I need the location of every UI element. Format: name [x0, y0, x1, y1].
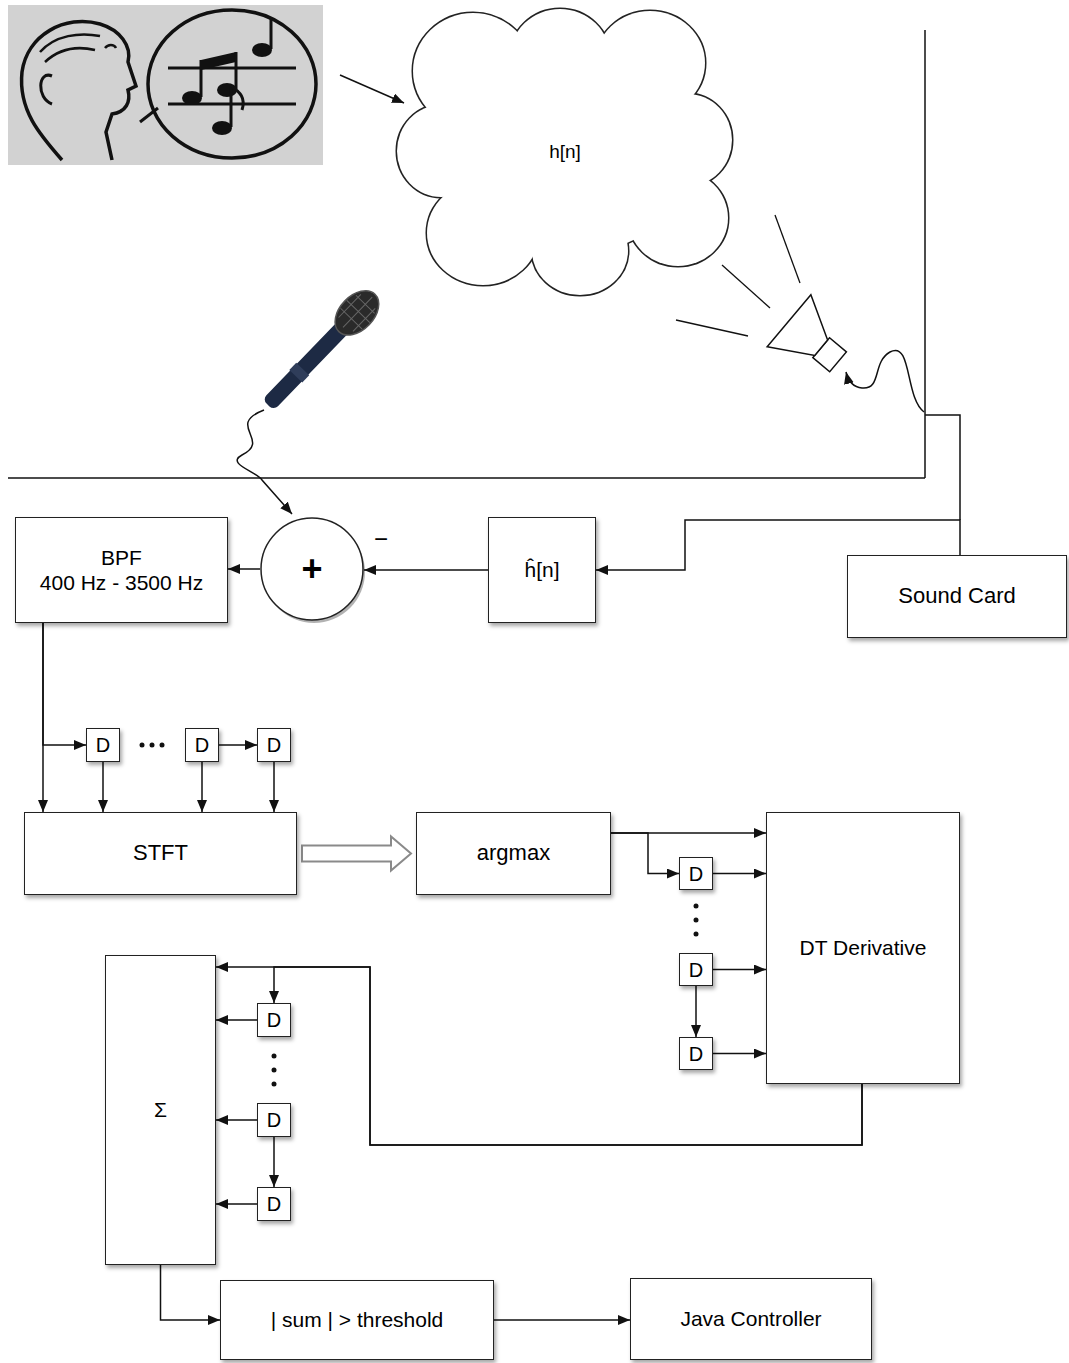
sound-card-wire — [925, 415, 960, 520]
node-text: D — [689, 862, 703, 886]
ellipsis-dots — [140, 743, 699, 1087]
block-arrow — [302, 837, 411, 871]
microphone-illustration — [256, 282, 387, 416]
sound-path-arrow — [340, 75, 404, 103]
delay-box: D — [679, 953, 713, 986]
signal-connector — [216, 1119, 257, 1121]
sound-wave-line — [722, 265, 770, 308]
node-text: D — [689, 958, 703, 982]
filter-box: BPF400 Hz - 3500 Hz — [15, 517, 228, 623]
signal-connector — [364, 569, 488, 571]
signal-connector — [161, 1265, 221, 1320]
node-text: D — [267, 1192, 281, 1216]
node-text: | sum | > threshold — [271, 1307, 444, 1332]
delay-box: D — [679, 857, 713, 890]
node-text: BPF — [101, 545, 142, 570]
signal-connector — [216, 1203, 257, 1205]
signal-connector — [201, 762, 203, 812]
signal-connector — [494, 1319, 630, 1321]
node-text: D — [195, 733, 209, 757]
signal-connector — [219, 744, 257, 746]
process-box: argmax — [416, 812, 611, 895]
delay-box: D — [185, 728, 219, 762]
signal-connector — [216, 1019, 257, 1021]
delay-box: D — [257, 1187, 291, 1221]
node-text: D — [96, 733, 110, 757]
node-text: D — [267, 733, 281, 757]
room-floor — [8, 477, 925, 479]
node-text: + — [301, 547, 322, 590]
signal-connector — [102, 762, 104, 812]
microphone-cable — [237, 410, 292, 514]
singer-illustration — [8, 5, 323, 165]
node-text: Java Controller — [680, 1306, 821, 1331]
signal-connector — [43, 623, 86, 745]
signal-connector — [273, 762, 275, 812]
delay-box: D — [679, 1037, 713, 1070]
process-box: STFT — [24, 812, 297, 895]
room-response-cloud: h[n] — [395, 5, 735, 300]
speaker-cable — [846, 350, 924, 412]
delay-box: D — [257, 728, 291, 762]
node-text: h[n] — [549, 141, 581, 164]
process-box: DT Derivative — [766, 812, 960, 1084]
node-text: 400 Hz - 3500 Hz — [40, 570, 203, 595]
node-text: argmax — [477, 840, 550, 866]
delay-box: D — [257, 1003, 291, 1037]
filter-box: ĥ[n] — [488, 517, 596, 623]
signal-connector — [228, 568, 260, 570]
minus-sign: − — [374, 527, 388, 551]
signal-connector — [611, 833, 679, 874]
summing-junction: + — [260, 517, 364, 621]
node-text: DT Derivative — [800, 935, 927, 960]
node-text: STFT — [133, 840, 188, 866]
node-text: D — [689, 1042, 703, 1066]
signal-connector — [713, 873, 766, 875]
sound-wave-line — [775, 215, 800, 283]
node-text: Sound Card — [898, 583, 1015, 609]
node-text: D — [267, 1108, 281, 1132]
delay-box: D — [86, 728, 120, 762]
controller-box: Java Controller — [630, 1278, 872, 1360]
signal-connector — [273, 1137, 275, 1187]
sound-wave-line — [676, 320, 748, 336]
node-text: ĥ[n] — [524, 557, 559, 582]
signal-connector — [713, 1053, 766, 1055]
signal-connector — [713, 969, 766, 971]
room-wall — [924, 30, 926, 478]
node-text: Σ — [154, 1097, 167, 1122]
hardware-box: Sound Card — [847, 555, 1067, 638]
sum-box: Σ — [105, 955, 216, 1265]
speaker-symbol — [767, 295, 860, 388]
node-text: D — [267, 1008, 281, 1032]
comparator-box: | sum | > threshold — [220, 1280, 494, 1360]
delay-box: D — [257, 1103, 291, 1137]
signal-connector — [695, 986, 697, 1037]
